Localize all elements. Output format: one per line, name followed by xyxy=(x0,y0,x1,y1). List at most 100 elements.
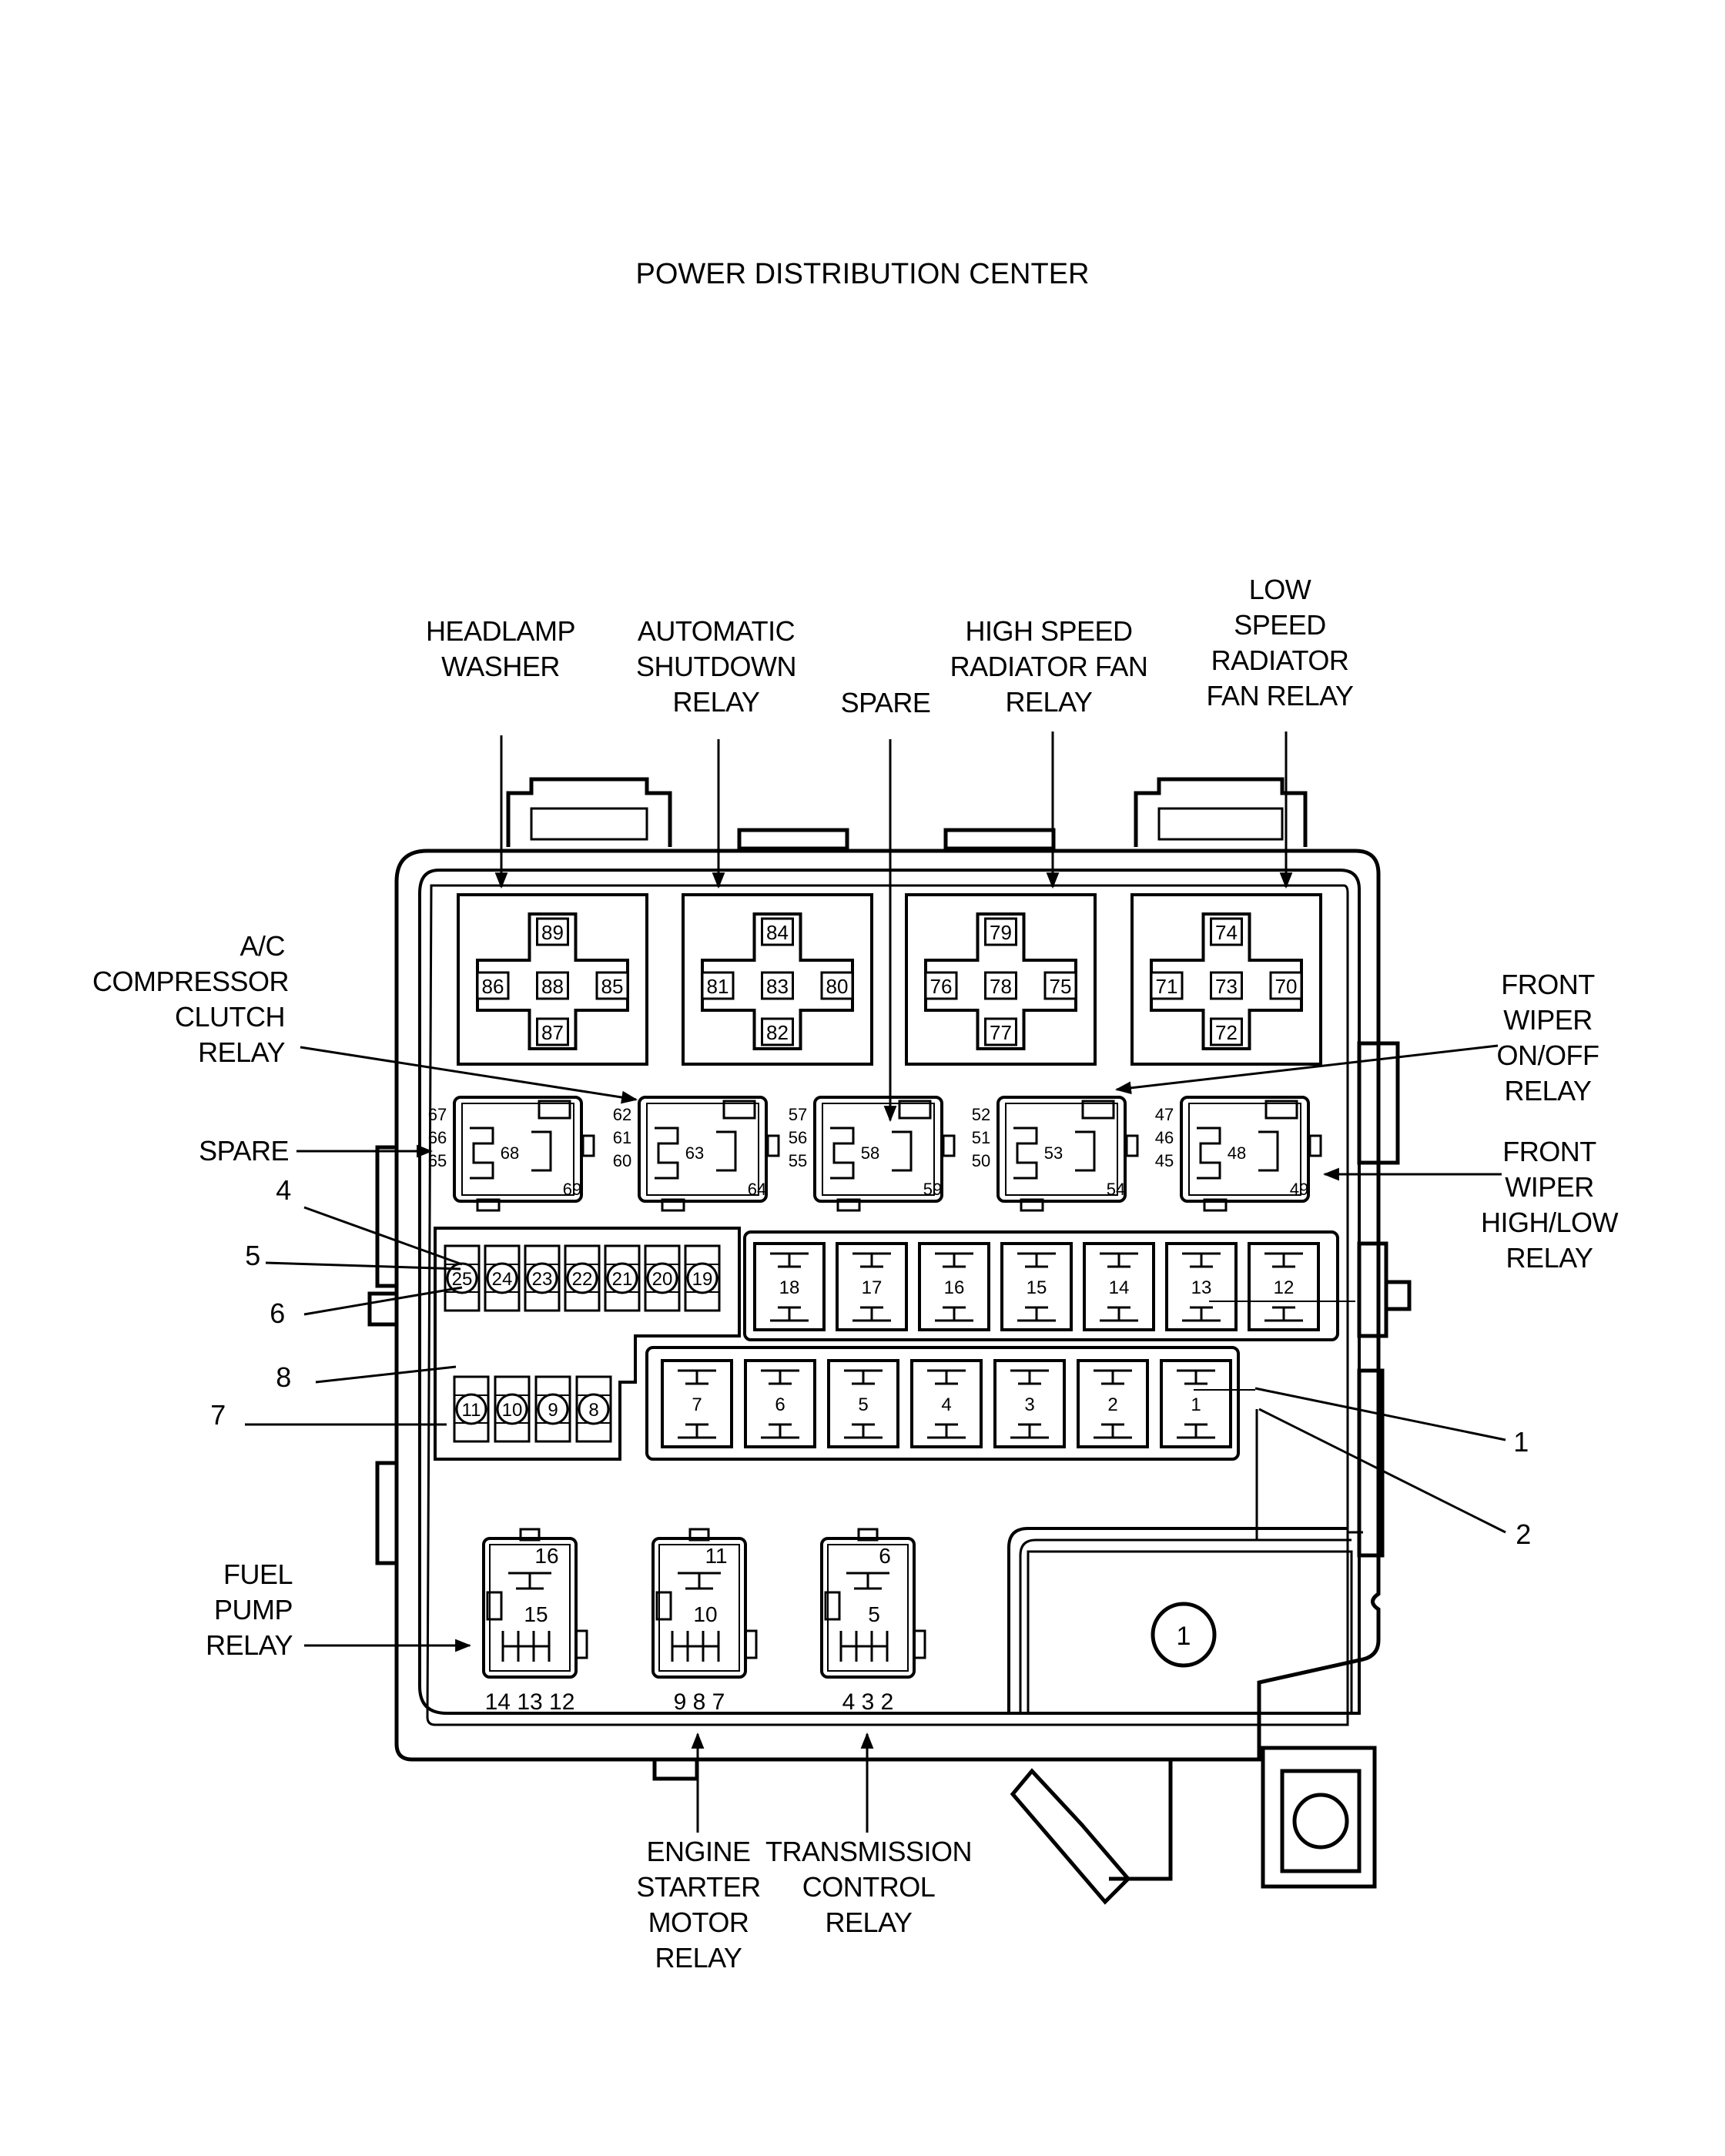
relay-terminal-label: 76 xyxy=(930,975,953,998)
maxi-fuse: 17 xyxy=(836,1242,908,1331)
maxi-fuse: 12 xyxy=(1248,1242,1320,1331)
relay-terminal-label: 81 xyxy=(707,975,729,998)
fuse-number: 7 xyxy=(692,1394,702,1415)
relay-terminal-label: 71 xyxy=(1156,975,1178,998)
maxi-fuse: 2 xyxy=(1077,1359,1149,1448)
maxi-fuse: 18 xyxy=(753,1242,826,1331)
fuse-number: 25 xyxy=(452,1269,473,1290)
diagram-title: POWER DISTRIBUTION CENTER xyxy=(635,258,1090,290)
relay-terminal-label: 77 xyxy=(990,1021,1012,1044)
fuse-number: 10 xyxy=(502,1400,523,1421)
fuse-number: 6 xyxy=(775,1394,785,1415)
maxi-fuse: 14 xyxy=(1083,1242,1155,1331)
leader-8 xyxy=(315,1365,457,1384)
relay-terminal-label: 74 xyxy=(1215,921,1238,944)
relay-terminal-label: 47 xyxy=(1155,1105,1174,1124)
ref-number-2: 2 xyxy=(1516,1518,1531,1550)
relay-terminal-label: 54 xyxy=(1107,1180,1125,1199)
relay-terminal-label: 46 xyxy=(1155,1128,1174,1147)
maxi-fuse: 3 xyxy=(993,1359,1066,1448)
mini-fuse: 20 xyxy=(644,1244,681,1312)
mini-fuse: 11 xyxy=(453,1375,490,1443)
fuse-number: 21 xyxy=(612,1269,633,1290)
maxi-fuse: 15 xyxy=(1000,1242,1073,1331)
callout-spare-top: SPARE xyxy=(840,687,931,718)
maxi-fuse-block-upper xyxy=(743,1230,1339,1341)
ref-number-7: 7 xyxy=(210,1399,226,1431)
maxi-fuse: 4 xyxy=(910,1359,983,1448)
relay-terminal-label: 57 xyxy=(789,1105,807,1124)
relay-terminal-label: 51 xyxy=(972,1128,990,1147)
relay-terminal-label: 60 xyxy=(613,1151,631,1170)
fuse-number: 8 xyxy=(588,1400,598,1421)
relay-terminal-label: 79 xyxy=(990,921,1012,944)
fuse-number: 20 xyxy=(652,1269,673,1290)
relay-terminal-label: 52 xyxy=(972,1105,990,1124)
relay-terminal-label: 86 xyxy=(482,975,504,998)
fuse-number: 19 xyxy=(692,1269,713,1290)
pdc-housing xyxy=(367,777,1412,1905)
leader-4 xyxy=(303,1206,463,1266)
relay-terminal-label: 50 xyxy=(972,1151,990,1170)
fuse-number: 24 xyxy=(492,1269,513,1290)
relay-terminal-label: 53 xyxy=(1044,1143,1063,1163)
relay-terminal-label: 67 xyxy=(428,1105,447,1124)
leader-front-wiper-onoff xyxy=(1114,1044,1499,1095)
relay-terminal-label: 82 xyxy=(766,1021,789,1044)
relay-terminal-label: 55 xyxy=(789,1151,807,1170)
mini-fuse: 22 xyxy=(564,1244,601,1312)
relay-terminal-label: 83 xyxy=(766,975,789,998)
large-relay: 74 71 73 70 72 xyxy=(1130,893,1322,1066)
mini-fuse: 25 xyxy=(444,1244,481,1312)
fuse-number: 12 xyxy=(1274,1277,1295,1298)
callout-spare-left: SPARE xyxy=(199,1135,289,1167)
relay-terminal-label: 68 xyxy=(501,1143,519,1163)
relay-terminal-label: 70 xyxy=(1275,975,1298,998)
relay-terminal-label: 58 xyxy=(861,1143,879,1163)
ref-number-6: 6 xyxy=(270,1297,285,1329)
relay-terminal-label: 15 xyxy=(524,1602,548,1626)
fuse-number: 2 xyxy=(1107,1394,1117,1415)
relay-terminal-label: 64 xyxy=(748,1180,766,1199)
mini-fuse-block xyxy=(434,1227,741,1461)
leader-2 xyxy=(1258,1408,1506,1534)
maxi-fuse: 5 xyxy=(827,1359,899,1448)
fuse-number: 15 xyxy=(1027,1277,1047,1298)
mini-fuse: 19 xyxy=(684,1244,721,1312)
fuse-number: 11 xyxy=(462,1400,481,1421)
relay-terminal-label: 73 xyxy=(1215,975,1238,998)
ref-number-5: 5 xyxy=(245,1240,260,1271)
maxi-fuse: 1 xyxy=(1160,1359,1232,1448)
fuse-number: 14 xyxy=(1109,1277,1130,1298)
maxi-fuse: 16 xyxy=(918,1242,990,1331)
relay-terminal-label: 72 xyxy=(1215,1021,1238,1044)
relay-terminal-label: 59 xyxy=(923,1180,942,1199)
bottom-relay: 654 3 2 xyxy=(820,1528,926,1715)
ref-number-1: 1 xyxy=(1513,1426,1529,1458)
relay-terminal-label: 61 xyxy=(613,1128,631,1147)
relay-terminal-label: 78 xyxy=(990,975,1012,998)
relay-terminal-label: 89 xyxy=(541,921,564,944)
maxi-fuse: 6 xyxy=(744,1359,816,1448)
relay-pin-labels: 14 13 12 xyxy=(485,1689,575,1715)
fuse-number: 4 xyxy=(941,1394,951,1415)
mini-fuse: 21 xyxy=(604,1244,641,1312)
fuse-number: 23 xyxy=(532,1269,553,1290)
maxi-fuse: 13 xyxy=(1165,1242,1238,1331)
relay-terminal-label: 5 xyxy=(868,1602,880,1626)
relay-terminal-label: 84 xyxy=(766,921,789,944)
leader-lines xyxy=(245,732,1506,1833)
